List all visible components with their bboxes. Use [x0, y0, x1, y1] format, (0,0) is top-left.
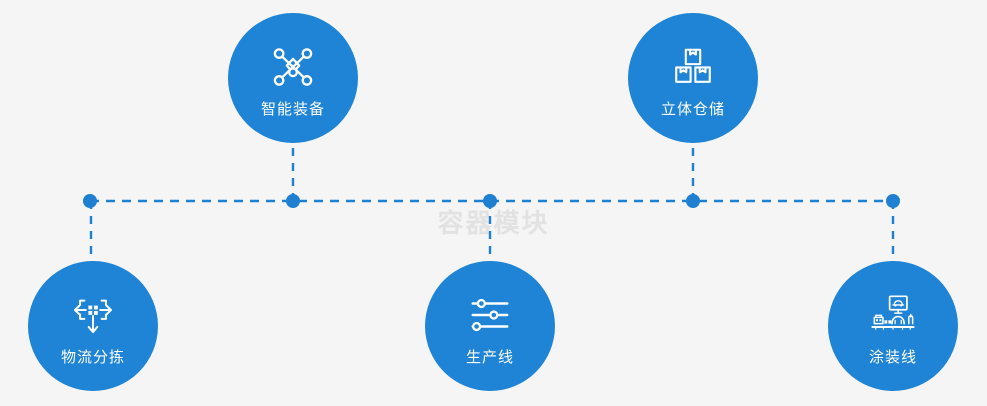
node-label: 生产线 [465, 347, 514, 366]
node-production-line[interactable]: 生产线 [425, 261, 555, 391]
factory-monitor-icon [870, 292, 916, 338]
node-painting-line[interactable]: 涂装线 [828, 261, 958, 391]
node-label: 物流分拣 [60, 347, 125, 366]
background-watermark: 容器模块 [437, 209, 550, 239]
node-logistics-sorting[interactable]: 物流分拣 [28, 261, 158, 391]
stacked-boxes-icon [670, 44, 716, 90]
node-label: 立体仓储 [660, 99, 725, 118]
node-label: 智能装备 [260, 99, 325, 118]
sliders-icon [467, 292, 513, 338]
node-label: 涂装线 [868, 347, 917, 366]
node-smart-equipment[interactable]: 智能装备 [228, 13, 358, 143]
network-nodes-icon [270, 44, 316, 90]
sorting-arrows-icon [70, 292, 116, 338]
node-stereoscopic-warehouse[interactable]: 立体仓储 [628, 13, 758, 143]
